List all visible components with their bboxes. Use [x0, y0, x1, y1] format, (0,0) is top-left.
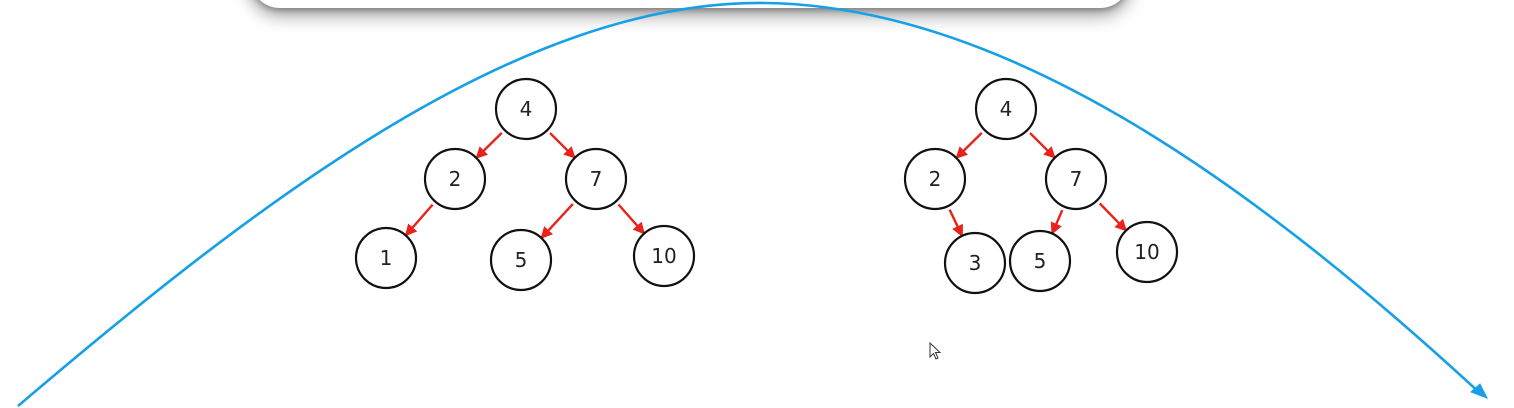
edge-4-to-7: [1029, 132, 1056, 159]
node-label: 4: [1000, 97, 1013, 121]
tree-node-10: 10: [1115, 220, 1179, 284]
node-label: 4: [520, 97, 533, 121]
node-circle: [974, 77, 1038, 141]
trees-layer: 4 2 7 1 5 10 4 2 7 3 5 10: [354, 77, 1179, 295]
node-circle: [494, 77, 558, 141]
node-circle: [1008, 229, 1072, 293]
node-label: 10: [1134, 240, 1159, 264]
node-label: 5: [515, 248, 528, 272]
transformation-arc: [17, 1, 1483, 407]
node-circle: [489, 228, 553, 292]
tree-node-4: 4: [974, 77, 1038, 141]
node-circle: [1115, 220, 1179, 284]
edge-7-to-10: [1098, 202, 1128, 232]
node-circle: [943, 231, 1007, 295]
tree-node-1: 1: [354, 226, 418, 290]
node-circle: [903, 147, 967, 211]
node-label: 2: [449, 167, 462, 191]
arc-arrow-head-icon: [1470, 383, 1489, 399]
mouse-pointer-icon: [929, 342, 942, 360]
node-circle: [1044, 147, 1108, 211]
node-label: 5: [1034, 249, 1047, 273]
node-label: 7: [590, 167, 603, 191]
tree-node-5: 5: [489, 228, 553, 292]
node-label: 3: [969, 251, 982, 275]
edge-7-to-5: [1050, 209, 1064, 235]
tree-node-7: 7: [564, 147, 628, 211]
tree-node-4: 4: [494, 77, 558, 141]
edge-7-to-5: [540, 203, 574, 240]
node-circle: [632, 224, 696, 288]
node-label: 10: [651, 244, 676, 268]
tree-node-7: 7: [1044, 147, 1108, 211]
left-tree: 4 2 7 1 5 10: [354, 77, 696, 292]
right-tree: 4 2 7 3 5 10: [903, 77, 1179, 295]
edge-7-to-10: [617, 203, 646, 235]
node-label: 7: [1070, 167, 1083, 191]
top-panel-shadow: [250, 0, 1130, 8]
edge-4-to-2: [475, 132, 503, 159]
edge-4-to-2: [955, 132, 983, 159]
tree-node-2: 2: [903, 147, 967, 211]
tree-node-2: 2: [423, 147, 487, 211]
edge-4-to-7: [549, 132, 576, 159]
edge-2-to-3: [948, 209, 963, 238]
node-label: 2: [929, 167, 942, 191]
tree-node-10: 10: [632, 224, 696, 288]
node-circle: [354, 226, 418, 290]
edge-2-to-1: [404, 203, 434, 237]
node-label: 1: [380, 246, 393, 270]
tree-node-5: 5: [1008, 229, 1072, 293]
node-circle: [564, 147, 628, 211]
node-circle: [423, 147, 487, 211]
tree-node-3: 3: [943, 231, 1007, 295]
